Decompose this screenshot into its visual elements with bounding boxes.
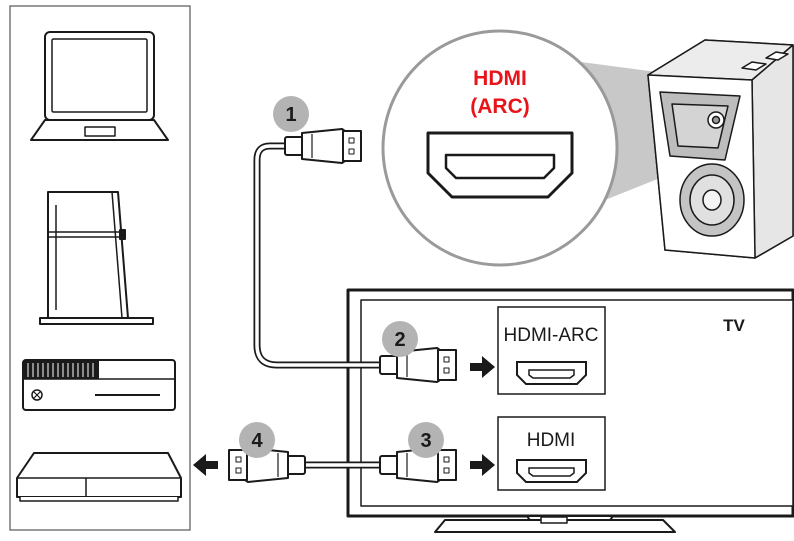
step-number-2: 2: [394, 329, 405, 351]
hdmi-plug-1: [284, 128, 362, 164]
arrow-into-hdmi-port-icon: [470, 454, 495, 476]
speaker-port-label-line1: HDMI: [473, 67, 527, 90]
arrow-into-device-icon: [193, 454, 218, 476]
speaker-icon: [647, 39, 794, 259]
set-top-box-icon: [16, 452, 182, 502]
speaker-hdmi-arc-port: [426, 131, 574, 199]
step-badge-4: 4: [239, 422, 275, 458]
hdmi-plug-2: [379, 347, 457, 383]
game-console-vertical-icon: [39, 191, 154, 325]
game-console-horizontal-icon: [22, 359, 176, 411]
tv-port-arc-socket-inner: [528, 369, 575, 379]
cable-arc-inner: [255, 144, 387, 367]
step-number-1: 1: [285, 104, 296, 126]
tv-port-hdmi-socket-inner: [528, 467, 575, 477]
arrow-into-arc-port-icon: [470, 356, 495, 378]
tv-label: TV: [723, 316, 745, 335]
tv-port-hdmi-label: HDMI: [527, 430, 576, 451]
speaker-port-label-line2: (ARC): [470, 95, 529, 118]
step-badge-2: 2: [382, 321, 418, 357]
step-number-4: 4: [251, 430, 263, 452]
step-number-3: 3: [420, 430, 431, 452]
laptop-icon: [30, 31, 169, 141]
step-badge-1: 1: [273, 96, 309, 132]
tv-port-arc-label: HDMI-ARC: [504, 325, 599, 346]
step-badge-3: 3: [408, 422, 444, 458]
